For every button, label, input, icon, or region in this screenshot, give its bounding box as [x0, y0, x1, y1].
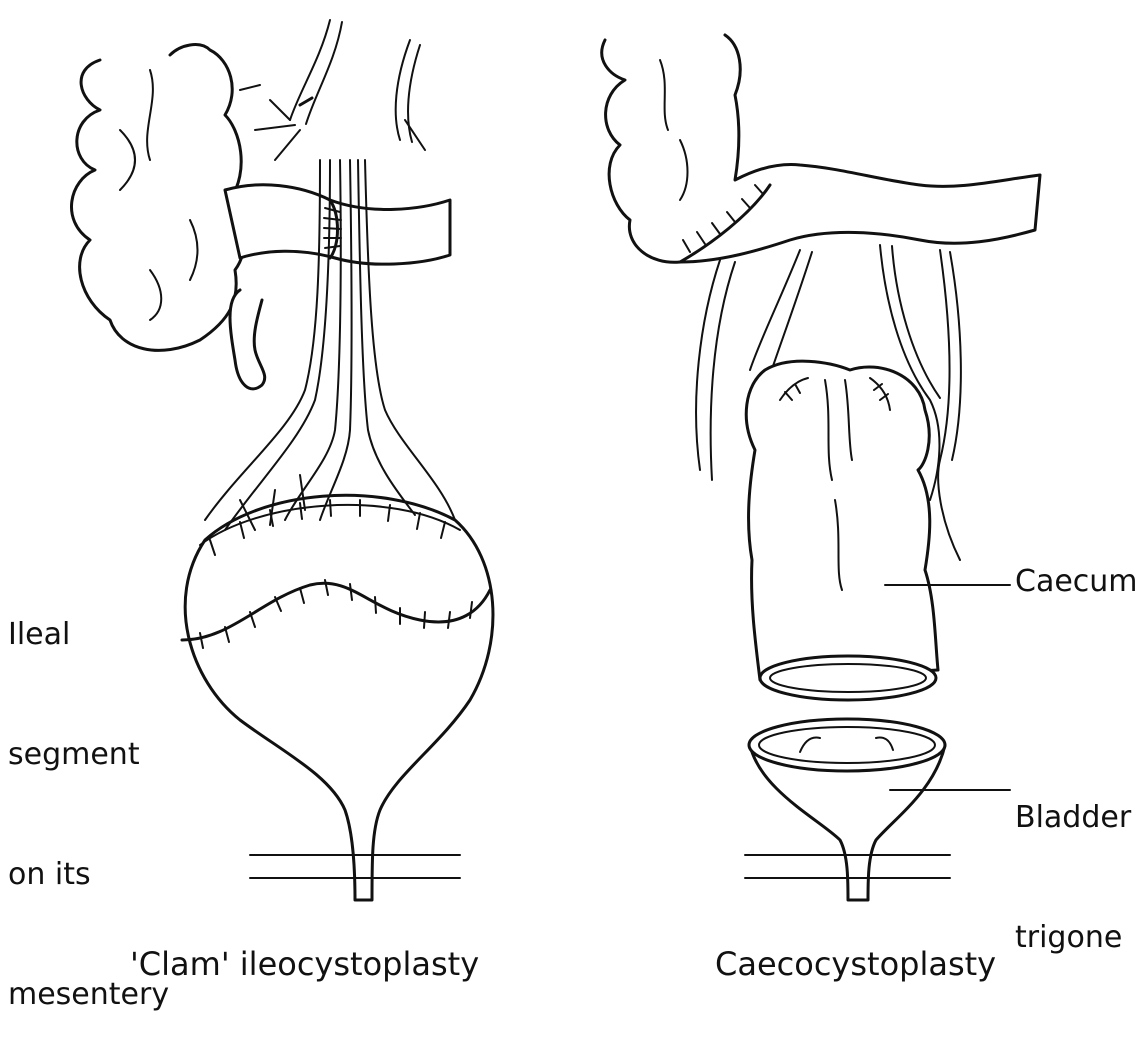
ileal-label-line-3: on its: [8, 855, 169, 895]
illustration: [0, 0, 1141, 998]
figure-canvas: Ileal segment on its mesentery Caecum Bl…: [0, 0, 1141, 998]
left-caption: 'Clam' ileocystoplasty: [130, 945, 479, 983]
appendix: [230, 290, 265, 389]
left-colon: [71, 45, 244, 351]
trigone-label-line-1: Bladder: [1015, 798, 1131, 838]
left-bladder: [185, 495, 493, 900]
caecum: [746, 361, 938, 680]
bladder-trigone-label: Bladder trigone: [1015, 718, 1131, 998]
right-illustration: [602, 35, 1040, 900]
caecum-opening: [760, 656, 936, 700]
clam-suture: [182, 580, 490, 648]
right-caption: Caecocystoplasty: [715, 945, 996, 983]
ileal-label-line-2: segment: [8, 735, 169, 775]
caecum-label: Caecum: [1015, 562, 1138, 602]
right-colon: [602, 35, 1040, 262]
trigone-label-line-2: trigone: [1015, 918, 1131, 958]
ileal-label-line-1: Ileal: [8, 615, 169, 655]
